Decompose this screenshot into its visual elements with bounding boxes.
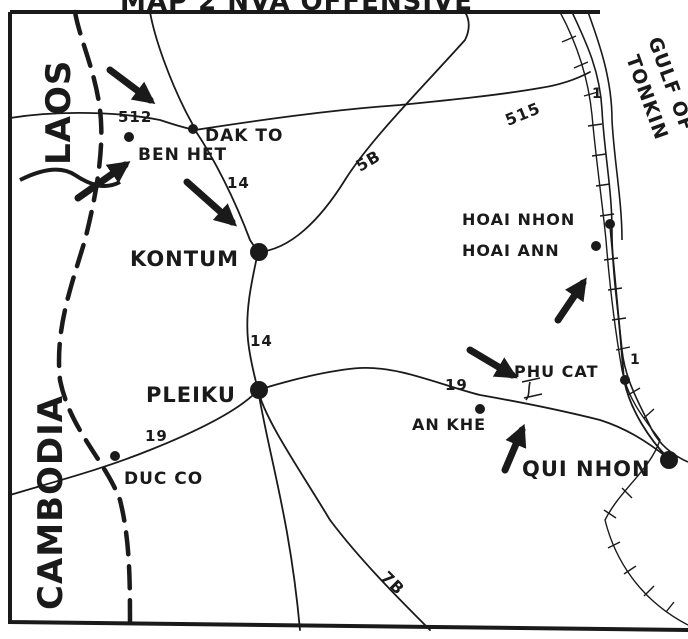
road-512	[9, 112, 196, 131]
road-5b	[257, 11, 470, 253]
laos-cambodia-border	[56, 9, 133, 633]
road-1-coastal	[609, 224, 669, 459]
vietnam-laos-boundary	[19, 167, 121, 188]
road-19-east	[257, 367, 669, 459]
hoai-ann-marker	[591, 241, 601, 251]
road-7b	[257, 389, 431, 631]
route-1-north-label: 1	[592, 86, 603, 102]
road-southwest	[257, 389, 301, 631]
hoai-ann-label: HOAI ANN	[462, 241, 560, 260]
route-1-south-label: 1	[630, 352, 641, 368]
route-515-label: 515	[502, 98, 543, 129]
route-14-south-label: 14	[250, 332, 273, 350]
hoai-nhon-marker	[605, 219, 615, 229]
arrow-north-dak-to	[106, 66, 156, 105]
road-14-south	[246, 251, 259, 391]
duc-co-label: DUC CO	[124, 469, 203, 489]
laos-label: LAOS	[39, 60, 79, 165]
road-northwest-spur	[149, 11, 196, 131]
phu-cat-marker	[620, 375, 630, 385]
map-title: MAP 2 NVA OFFENSIVE	[120, 0, 473, 17]
duc-co-marker	[110, 451, 120, 461]
ben-het-marker	[124, 132, 134, 142]
route-7b-label: 7B	[377, 567, 408, 598]
dak-to-marker	[188, 124, 198, 134]
arrow-kontum	[183, 178, 238, 227]
arrow-ben-het	[74, 161, 131, 202]
coastline-inner	[587, 11, 623, 241]
arrow-an-khe	[501, 423, 527, 474]
pleiku-label: PLEIKU	[146, 383, 236, 407]
qui-nhon-marker	[660, 451, 678, 469]
dak-to-label: DAK TO	[205, 126, 283, 146]
route-19-west-label: 19	[145, 427, 168, 445]
kontum-marker	[250, 243, 268, 261]
pass-symbol	[521, 377, 543, 401]
road-network	[9, 11, 669, 631]
route-14-north-label: 14	[227, 174, 250, 192]
railway-line	[559, 11, 688, 626]
offensive-arrows	[74, 66, 587, 474]
an-khe-marker	[475, 404, 485, 414]
route-5b-label: 5B	[353, 146, 384, 175]
arrow-phu-cat	[466, 346, 518, 379]
kontum-label: KONTUM	[130, 247, 239, 271]
cambodia-label: CAMBODIA	[31, 395, 71, 610]
map-frame	[8, 10, 688, 632]
qui-nhon-label: QUI NHON	[522, 457, 651, 481]
an-khe-label: AN KHE	[412, 415, 486, 434]
arrow-hoai-ann	[554, 277, 587, 324]
road-19-west	[9, 389, 259, 496]
route-19-east-label: 19	[445, 376, 468, 394]
ben-het-label: BEN HET	[138, 145, 227, 165]
road-14-north	[194, 129, 259, 253]
route-512-label: 512	[118, 108, 152, 126]
road-515	[194, 71, 591, 131]
pleiku-marker	[250, 381, 268, 399]
hoai-nhon-label: HOAI NHON	[462, 210, 575, 229]
phu-cat-label: PHU CAT	[514, 362, 598, 381]
